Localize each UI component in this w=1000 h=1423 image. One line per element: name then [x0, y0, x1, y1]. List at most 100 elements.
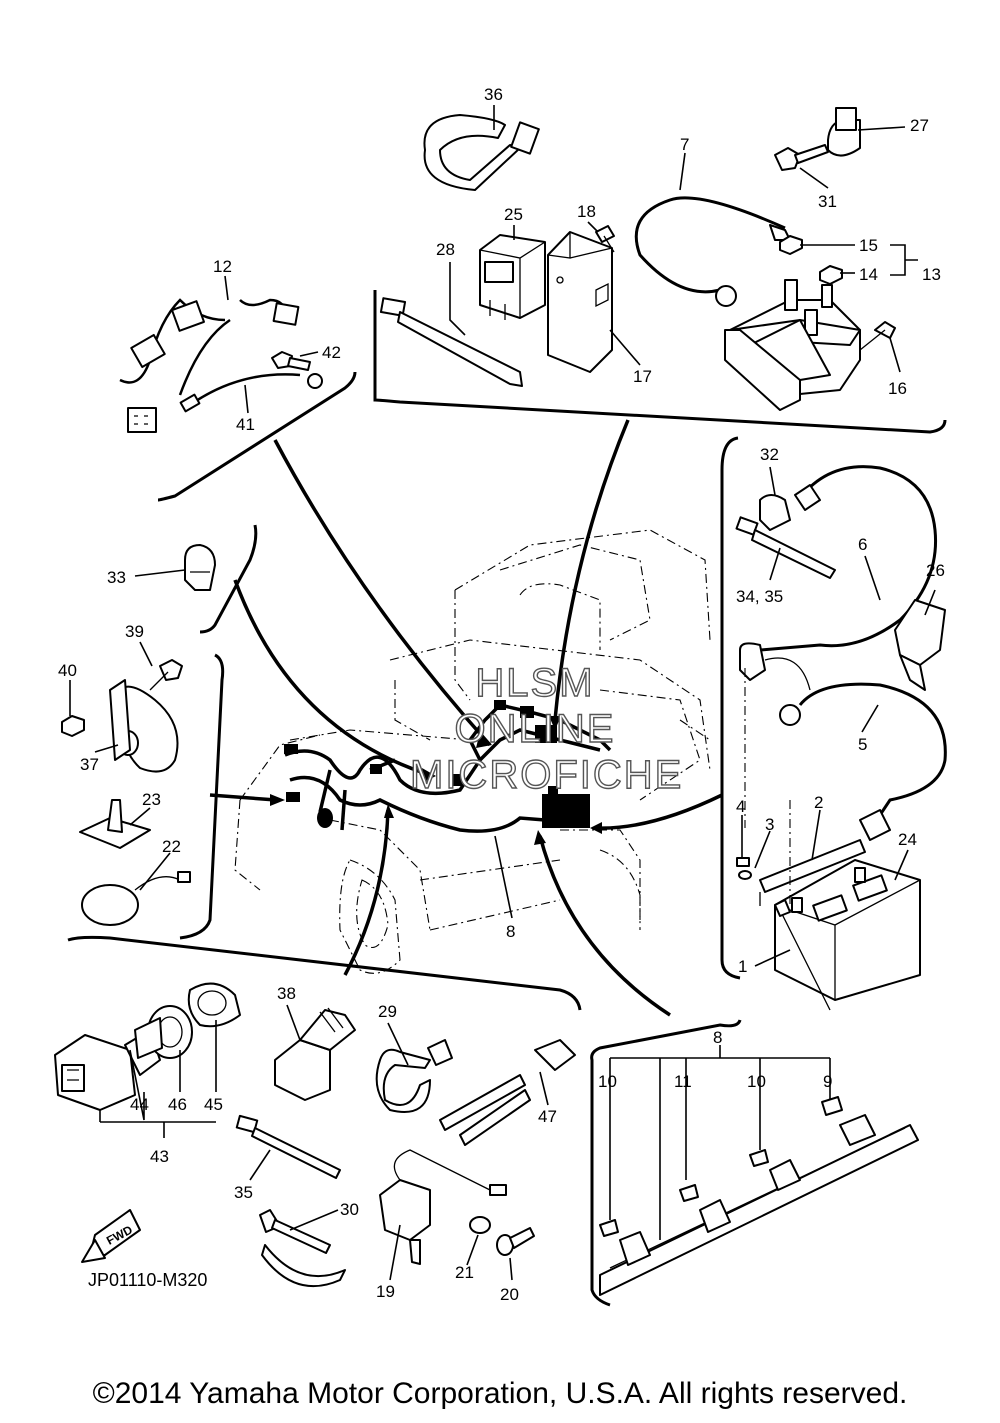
- harness-connector: [494, 700, 506, 710]
- washer-21: [469, 1216, 491, 1234]
- callout-4: 4: [736, 797, 745, 816]
- starter-cable-7: [634, 196, 791, 307]
- callout-10-right: 10: [747, 1072, 766, 1091]
- cover-26: [894, 599, 946, 691]
- callout-24: 24: [898, 830, 917, 849]
- harness-8-detail: [599, 1096, 919, 1296]
- callout-42: 42: [322, 343, 341, 362]
- harness-connector: [520, 706, 534, 718]
- callout-11: 11: [674, 1072, 692, 1091]
- callout-31: 31: [818, 192, 837, 211]
- vehicle-outline: [234, 529, 711, 974]
- gasket-44: [134, 1017, 163, 1059]
- callout-46: 46: [168, 1095, 187, 1114]
- callout-5: 5: [858, 735, 867, 754]
- relay-25: [479, 234, 546, 320]
- battery-position-marker: [542, 794, 590, 828]
- callout-32: 32: [760, 445, 779, 464]
- battery-cable-6: [739, 465, 938, 691]
- nut-40: [61, 715, 85, 737]
- bolt-42: [271, 351, 311, 371]
- callout-41: 41: [236, 415, 255, 434]
- callout-1: 1: [738, 957, 747, 976]
- callout-38: 38: [277, 984, 296, 1003]
- callout-43: 43: [150, 1147, 169, 1166]
- callout-26: 26: [926, 561, 945, 580]
- bolt-16: [859, 321, 896, 351]
- callout-16: 16: [888, 379, 907, 398]
- harness-connector: [535, 725, 557, 743]
- callout-6: 6: [858, 535, 867, 554]
- watermark-line: ONLINE: [454, 706, 616, 751]
- lead-47: [439, 1039, 576, 1146]
- harness-connector: [370, 764, 382, 774]
- callout-17: 17: [633, 367, 652, 386]
- callout-9: 9: [823, 1072, 832, 1091]
- callout-25: 25: [504, 205, 523, 224]
- callout-28: 28: [436, 240, 455, 259]
- leader-lines: [69, 105, 936, 1281]
- callout-12: 12: [213, 257, 232, 276]
- pointer-lines: [209, 419, 723, 1017]
- callout-14: 14: [859, 265, 878, 284]
- harness-connector: [286, 792, 300, 802]
- bolt-20: [496, 1227, 535, 1256]
- callout-13: 13: [922, 265, 941, 284]
- watermark-line: HLSM: [475, 660, 595, 705]
- harness-connector: [284, 744, 298, 754]
- tie-34-35: [735, 516, 836, 579]
- bracket-27: [827, 107, 861, 157]
- watermark-line: MICROFICHE: [409, 752, 684, 797]
- harness-grommet: [317, 808, 333, 828]
- nut-15: [779, 235, 803, 255]
- battery-cable-5: [779, 682, 947, 841]
- screw-18: [595, 225, 615, 253]
- callout-19: 19: [376, 1282, 395, 1301]
- callout-2: 2: [814, 793, 823, 812]
- callout-3: 3: [765, 815, 774, 834]
- harness-connector: [452, 774, 462, 786]
- sub-harness-12: [119, 298, 300, 433]
- copyright-notice: ©2014 Yamaha Motor Corporation, U.S.A. A…: [92, 1377, 908, 1410]
- callout-21: 21: [455, 1263, 474, 1282]
- bolt-39: [149, 659, 183, 691]
- nut-3: [738, 870, 752, 880]
- callout-33: 33: [107, 568, 126, 587]
- nut-4: [736, 857, 750, 867]
- callout-22: 22: [162, 837, 181, 856]
- sensor-19: [379, 1149, 507, 1265]
- callout-37: 37: [80, 755, 99, 774]
- callout-10-left: 10: [598, 1072, 617, 1091]
- callout-30: 30: [340, 1200, 359, 1219]
- callout-36: 36: [484, 85, 503, 104]
- watermark: HLSM ONLINE MICROFICHE: [409, 660, 684, 798]
- callout-23: 23: [142, 790, 161, 809]
- battery-24: [774, 859, 921, 1001]
- callout-20: 20: [500, 1285, 519, 1304]
- callout-45: 45: [204, 1095, 223, 1114]
- callout-8-main: 8: [506, 922, 515, 941]
- callout-44: 44: [130, 1095, 149, 1114]
- starter-relay-13: [724, 279, 861, 411]
- callout-35: 35: [234, 1183, 253, 1202]
- callout-27: 27: [910, 116, 929, 135]
- callout-labels: 36 25 18 28 17 7 27 31 15 14 13 16 12 42…: [58, 85, 945, 1304]
- control-unit-17: [547, 231, 613, 373]
- forward-arrow: FWD: [81, 1209, 141, 1263]
- tie-35: [235, 1114, 341, 1179]
- callout-40: 40: [58, 661, 77, 680]
- callout-8-detail: 8: [713, 1028, 722, 1047]
- band-29: [375, 1039, 453, 1113]
- switch-38: [274, 1007, 356, 1101]
- callout-7: 7: [680, 135, 689, 154]
- bracket-23: [79, 799, 151, 849]
- wire-lead-41: [179, 373, 323, 413]
- callout-15: 15: [859, 236, 878, 255]
- nut-14: [819, 265, 843, 285]
- horn-37: [109, 679, 179, 773]
- boot-45: [187, 982, 241, 1028]
- sensor-22: [81, 871, 191, 926]
- callout-18: 18: [577, 202, 596, 221]
- band-2: [759, 839, 866, 906]
